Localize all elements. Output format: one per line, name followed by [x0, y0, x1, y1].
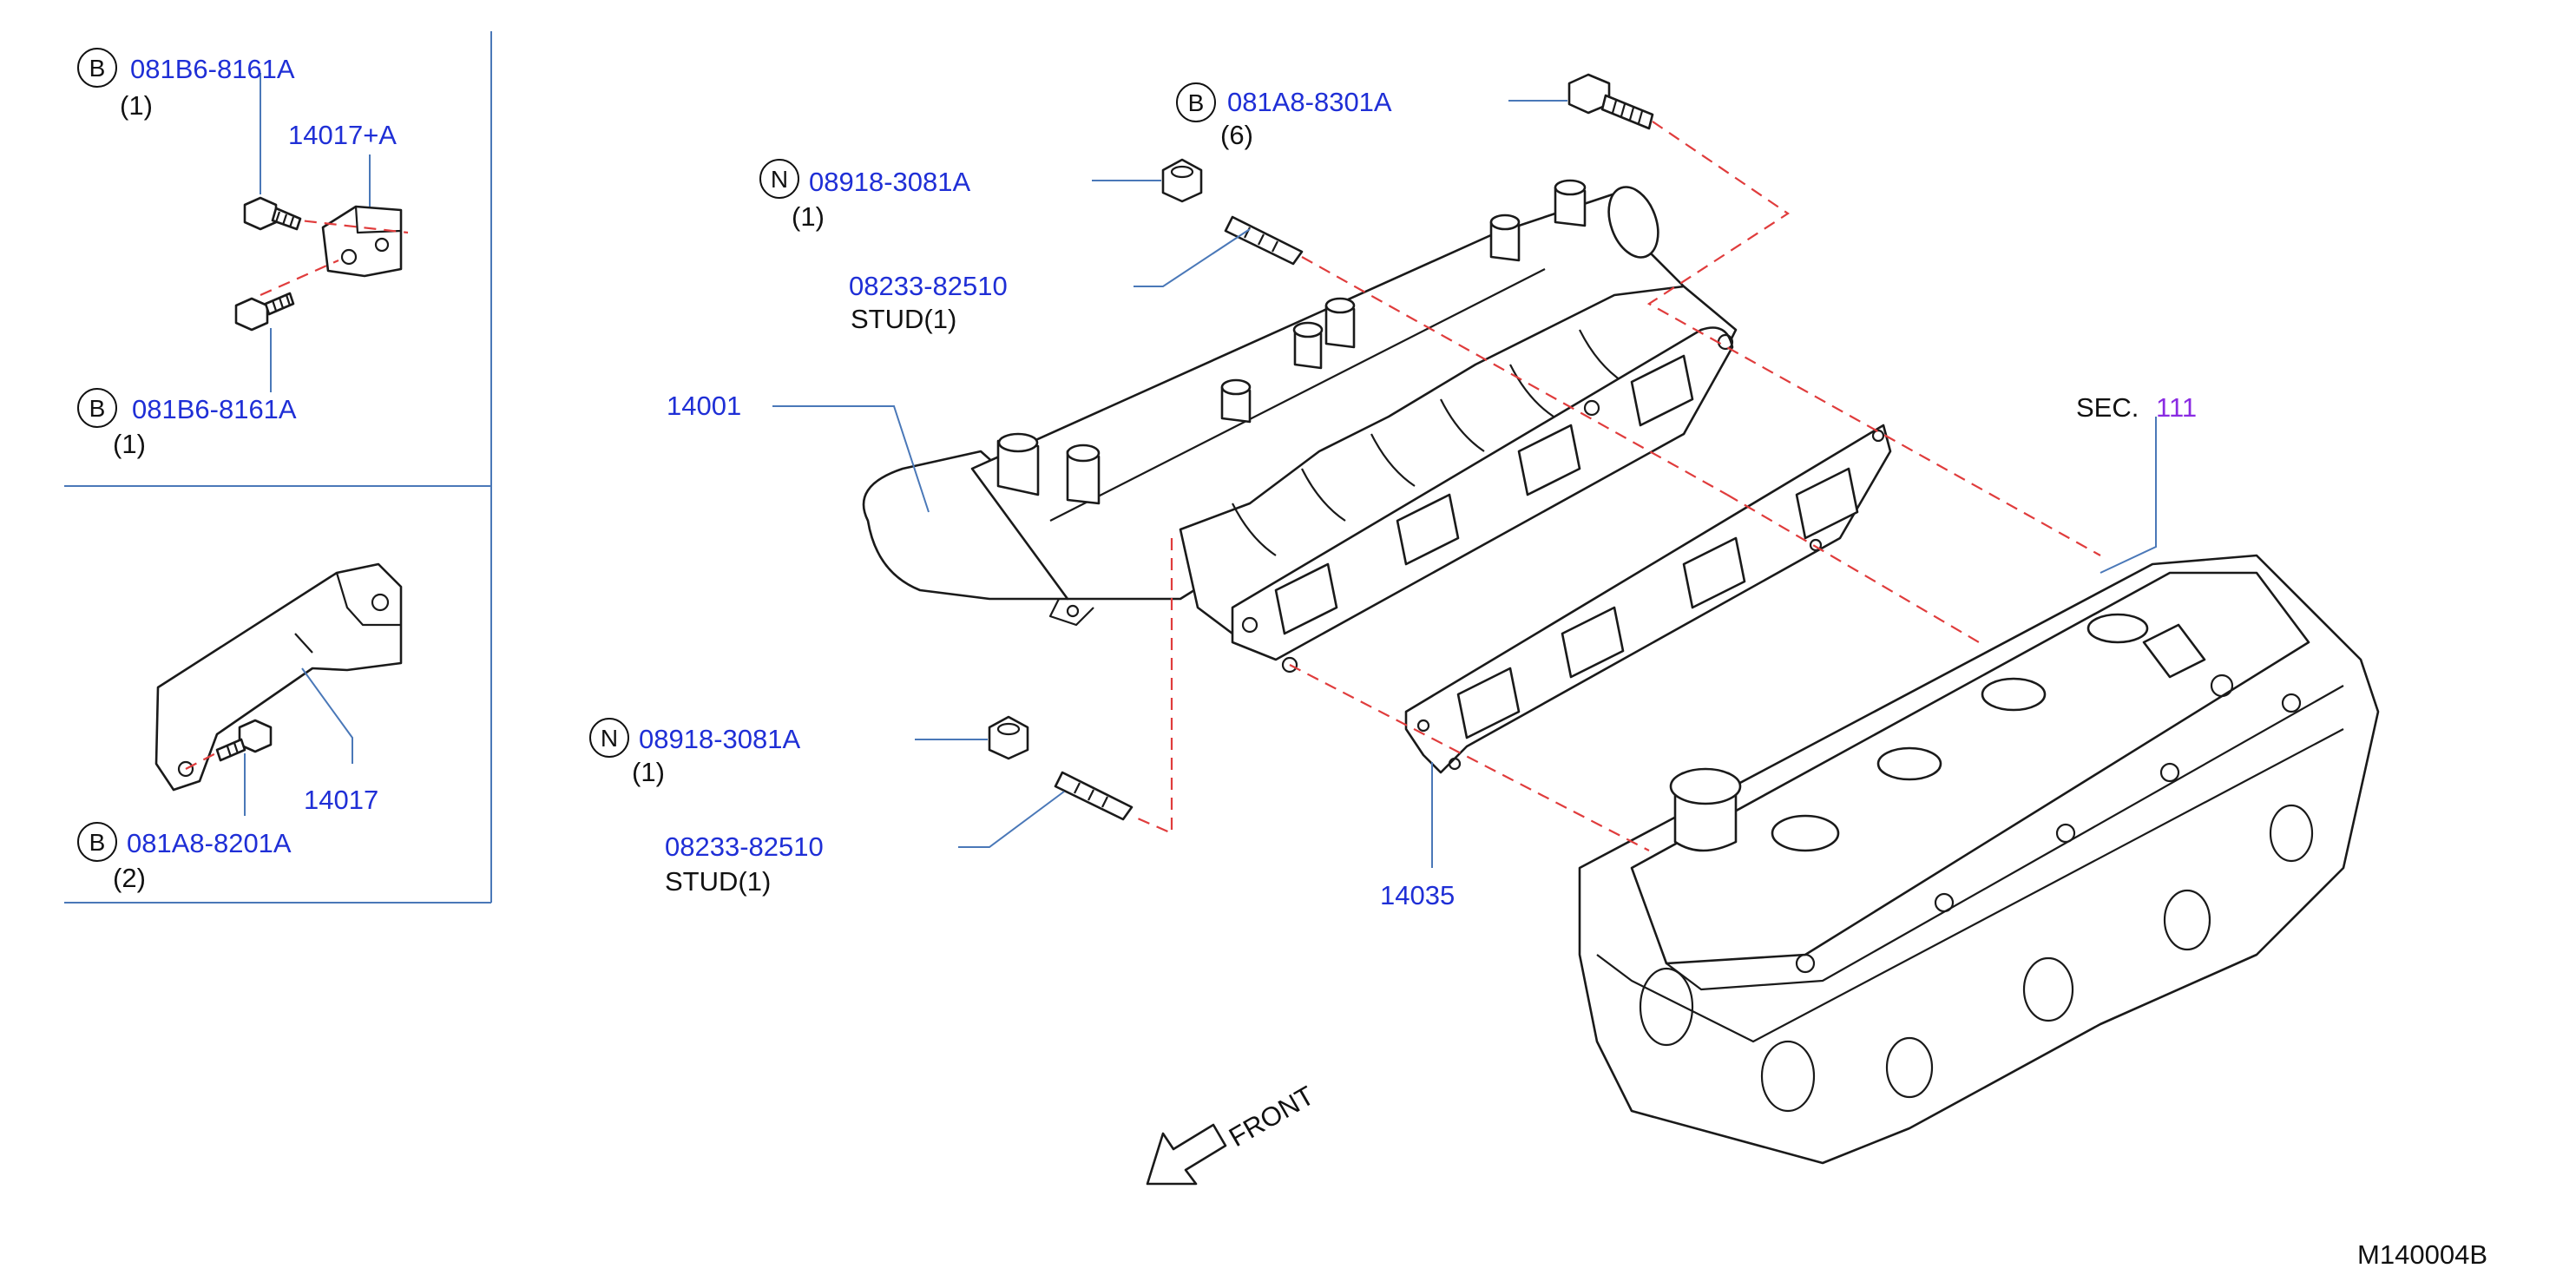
callout-bracket-lower[interactable]: 14017 — [304, 785, 378, 815]
nut-bottom-drawing — [988, 715, 1029, 760]
callout-bolt-top-left[interactable]: B 081B6-8161A (1) — [77, 48, 295, 121]
exhaust-manifold-drawing — [862, 179, 1738, 674]
quantity: (1) — [113, 429, 146, 459]
badge-letter: B — [1188, 89, 1205, 116]
quantity: (1) — [792, 201, 825, 232]
badge-circle — [589, 718, 629, 758]
assembly-lines — [1131, 121, 2101, 851]
callout-gasket[interactable]: 14035 — [1380, 880, 1455, 910]
gasket-drawing — [1404, 424, 1892, 774]
part-number: 08233-82510 — [849, 271, 1008, 301]
callout-nut-top[interactable]: N 08918-3081A (1) — [759, 159, 970, 232]
section-label: SEC. — [2076, 392, 2139, 423]
part-number: 081B6-8161A — [132, 394, 297, 424]
badge-letter: N — [771, 166, 788, 193]
part-number: 08918-3081A — [809, 167, 970, 197]
stud-top-drawing — [1224, 215, 1304, 266]
callout-section-reference[interactable]: SEC. 111 — [2076, 392, 2197, 423]
callout-stud-bottom[interactable]: 08233-82510 STUD(1) — [665, 831, 824, 897]
part-number: 14001 — [667, 391, 741, 421]
part-number: 081B6-8161A — [130, 54, 295, 84]
callout-nut-bottom[interactable]: N 08918-3081A (1) — [589, 718, 800, 787]
bolt-mid-left-drawing — [234, 292, 295, 332]
cylinder-head-drawing — [1578, 554, 2380, 1165]
badge-circle — [77, 822, 117, 862]
front-direction-arrow — [1146, 1123, 1227, 1186]
description: STUD(1) — [665, 866, 771, 897]
callout-manifold[interactable]: 14001 — [667, 391, 741, 421]
stud-bottom-drawing — [1054, 771, 1134, 821]
bolt-top-left-drawing — [243, 196, 302, 231]
bolt-top-drawing — [1567, 73, 1654, 130]
bolt-bottom-left-drawing — [215, 719, 273, 762]
quantity: (1) — [120, 90, 153, 121]
badge-letter: B — [89, 829, 106, 856]
part-number: 081A8-8201A — [127, 828, 292, 858]
callout-stud-top[interactable]: 08233-82510 STUD(1) — [849, 271, 1008, 334]
section-number: 111 — [2156, 392, 2197, 423]
badge-circle — [1176, 82, 1216, 122]
leader-lines — [244, 73, 2157, 868]
nut-top-drawing — [1161, 158, 1203, 203]
part-number: 14035 — [1380, 880, 1455, 910]
badge-circle — [77, 48, 117, 88]
part-number: 14017 — [304, 785, 378, 815]
part-number: 08918-3081A — [639, 724, 800, 754]
badge-circle — [759, 159, 799, 199]
quantity: (6) — [1220, 120, 1253, 150]
callout-bolt-bottom-left[interactable]: B 081A8-8201A (2) — [77, 822, 292, 893]
diagram-code: M140004B — [2357, 1239, 2487, 1270]
description: STUD(1) — [851, 304, 956, 334]
callout-bracket-upper[interactable]: 14017+A — [288, 120, 397, 150]
quantity: (2) — [113, 863, 146, 893]
quantity: (1) — [632, 757, 665, 787]
callout-bolt-mid-left[interactable]: B 081B6-8161A (1) — [77, 388, 297, 459]
front-label: FRONT — [1224, 1080, 1319, 1153]
part-number: 081A8-8301A — [1227, 87, 1392, 117]
bracket-upper-drawing — [260, 205, 409, 297]
badge-letter: B — [89, 55, 106, 82]
part-number: 08233-82510 — [665, 831, 824, 862]
badge-letter: B — [89, 395, 106, 422]
badge-circle — [77, 388, 117, 428]
part-number: 14017+A — [288, 120, 397, 150]
bracket-lower-drawing — [154, 562, 403, 792]
callout-bolt-top[interactable]: B 081A8-8301A (6) — [1176, 82, 1392, 150]
inset-panels — [64, 31, 492, 904]
badge-letter: N — [601, 725, 618, 752]
